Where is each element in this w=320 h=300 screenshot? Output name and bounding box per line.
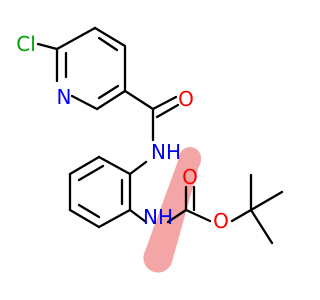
bonds: [36, 26, 284, 245]
molecule-structure: Cl N O NH O NH O: [16, 26, 284, 273]
structure-canvas: Cl N O NH O NH O: [16, 26, 284, 273]
pyridine-nitrogen-label: N: [57, 85, 72, 109]
chlorine-atom-label: Cl: [16, 32, 36, 56]
amide-oxygen-label: O: [178, 87, 194, 111]
ester-oxygen-label: O: [213, 209, 229, 233]
highlight-region: [143, 147, 201, 273]
carbamate-nh-label: NH: [143, 205, 173, 229]
amide-nh-label: NH: [151, 140, 181, 164]
carbonyl-oxygen-label: O: [182, 165, 198, 189]
highlight-shape: [143, 147, 201, 273]
atom-labels: Cl N O NH O NH O: [16, 32, 229, 233]
